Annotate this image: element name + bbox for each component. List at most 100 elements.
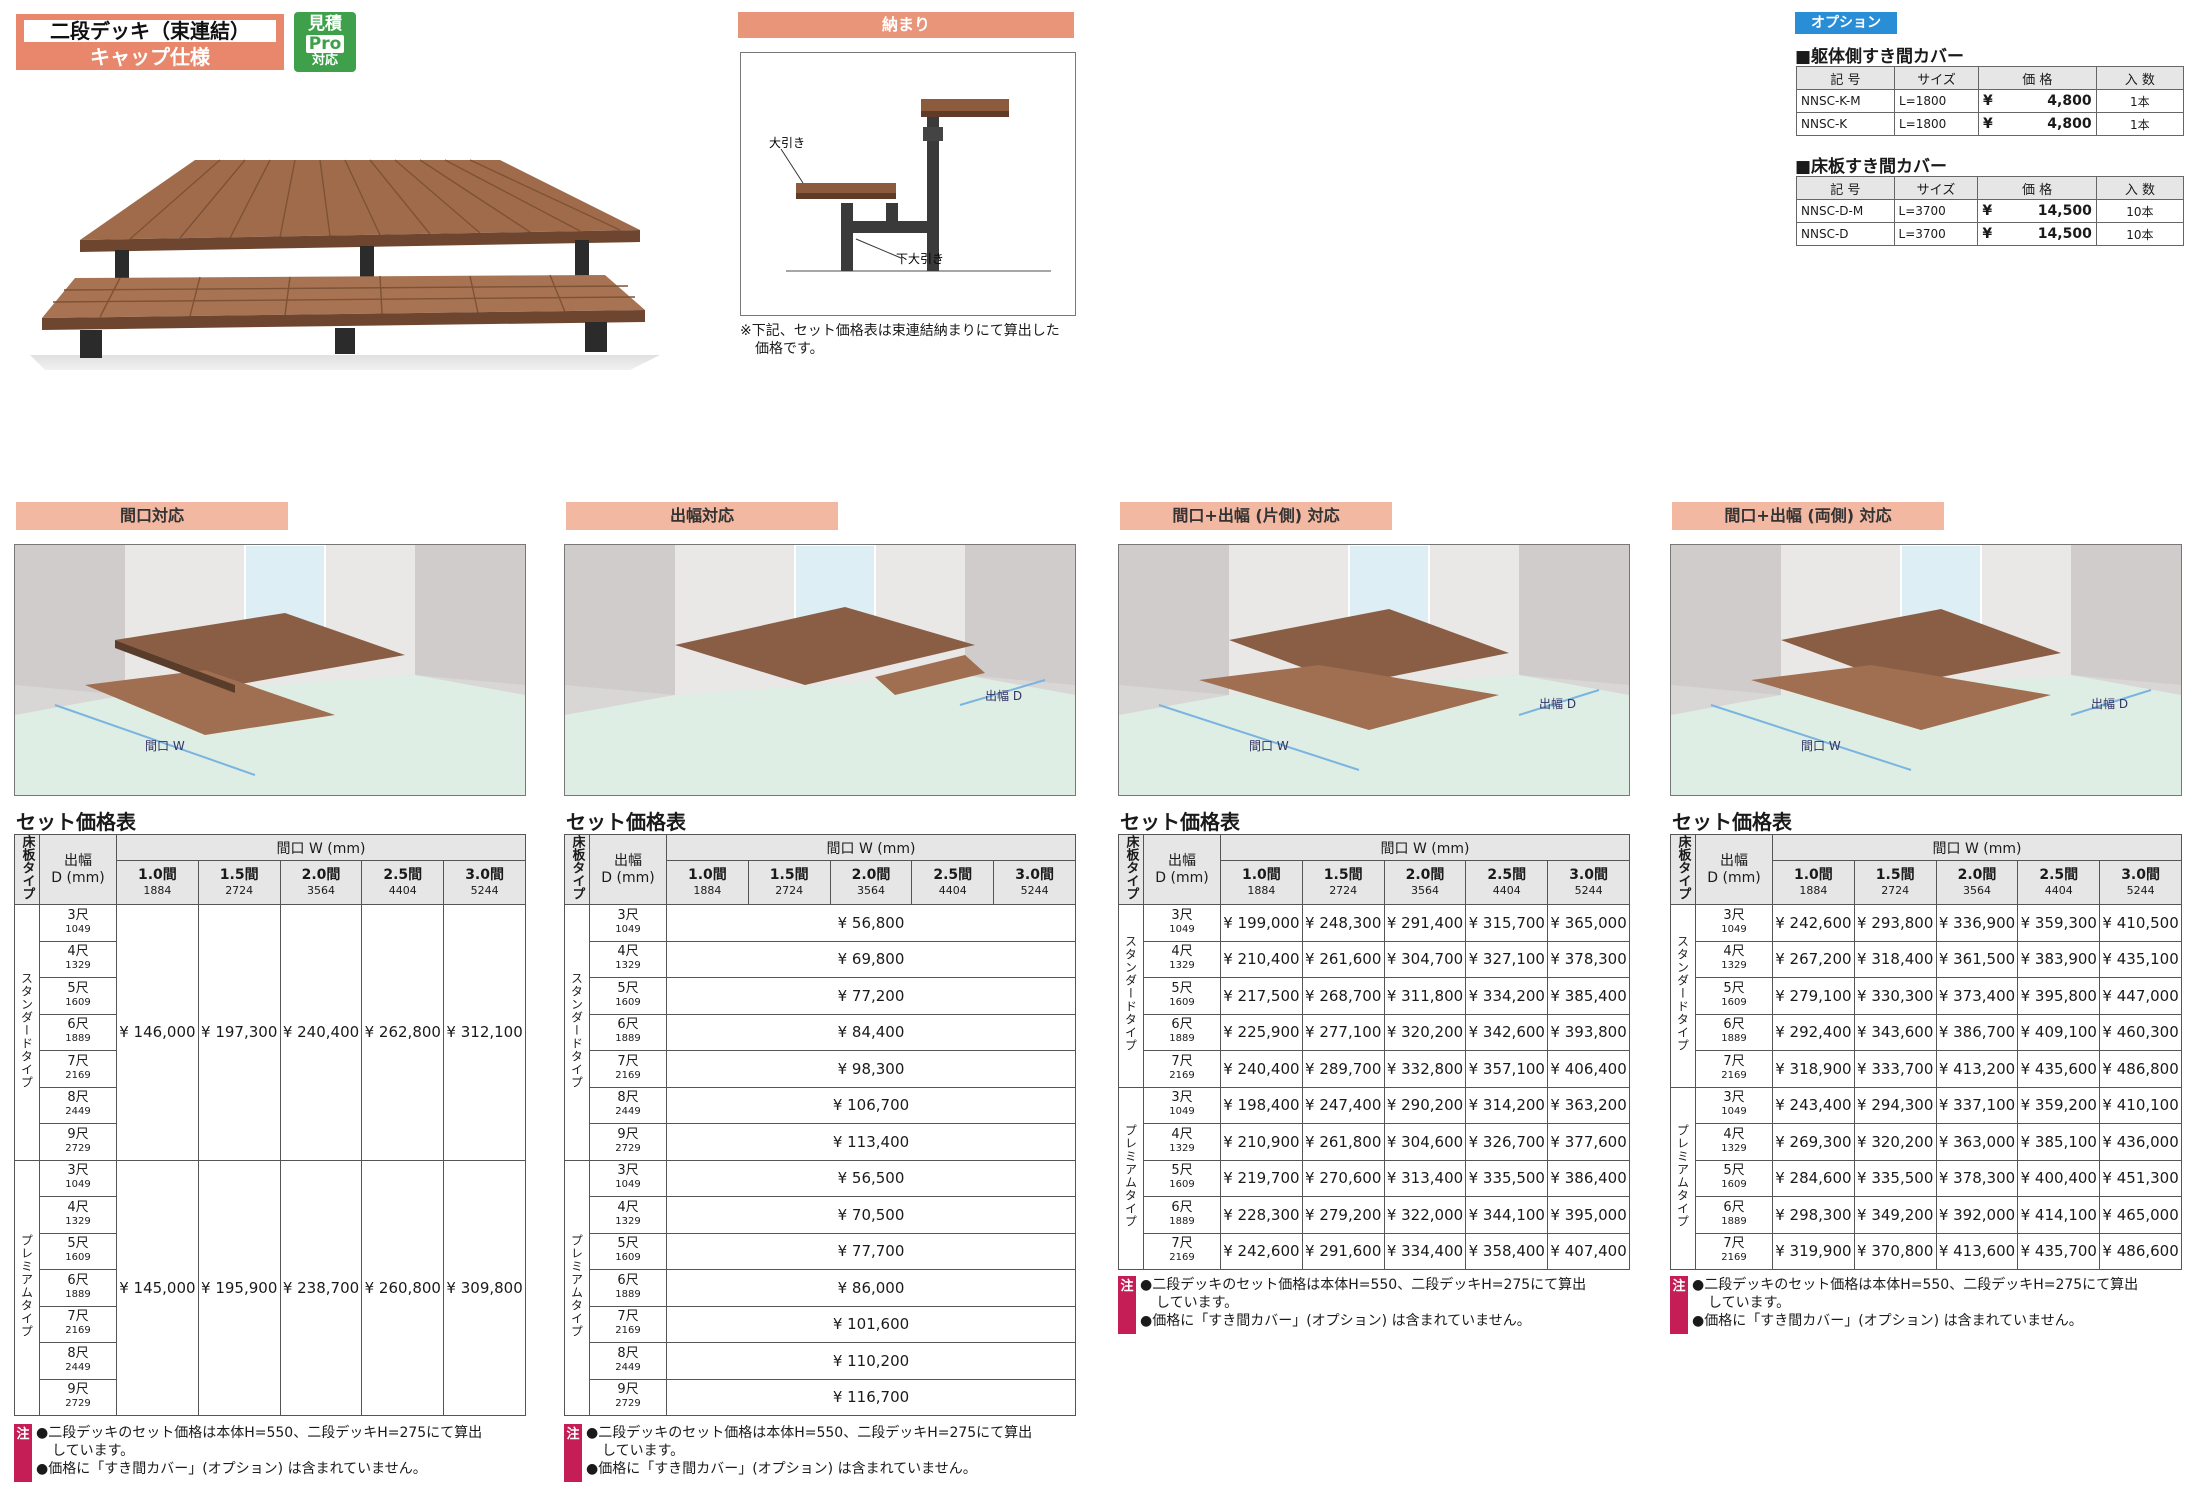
depth-header-line2: D (mm) (601, 869, 655, 886)
width-col-mm: 3564 (306, 883, 335, 897)
note-text: ●二段デッキのセット価格は本体H=550、二段デッキH=275にて算出 していま… (586, 1424, 1032, 1478)
width-col-main: 1.5間 (769, 866, 809, 883)
note-mark: 注 (564, 1424, 582, 1482)
price-value: ¥ 267,200 (1772, 940, 1855, 978)
width-col-mm: 2724 (225, 883, 254, 897)
width-col-mm: 5244 (1574, 883, 1603, 897)
width-col-main: 3.0間 (1569, 866, 1608, 883)
price-value: ¥ 284,600 (1772, 1159, 1855, 1197)
option-col-header: サイズ (1893, 176, 1979, 200)
width-header: 間口 W (mm) (1220, 833, 1630, 862)
price-value: ¥ 357,100 (1465, 1050, 1549, 1088)
floor-type-cell: プレミアムタイプ (1118, 1086, 1144, 1270)
price-value: ¥ 270,600 (1301, 1159, 1385, 1197)
option-code: NNSC-K-M (1796, 89, 1895, 113)
option-header-row: 記 号サイズ価 格入 数 (1796, 176, 2185, 200)
option-code: NNSC-D-M (1796, 199, 1895, 223)
price-value: ¥ 98,300 (666, 1050, 1076, 1088)
price-value: ¥ 309,800 (443, 1159, 526, 1416)
width-col-mm: 3564 (1962, 883, 1991, 897)
price-value: ¥ 319,900 (1772, 1232, 1855, 1270)
option-price-value: 14,500 (2037, 203, 2092, 219)
price-value: ¥ 486,600 (2099, 1232, 2182, 1270)
price-value: ¥ 84,400 (666, 1013, 1076, 1051)
option-size: L=1800 (1893, 89, 1980, 113)
price-value: ¥ 486,800 (2099, 1050, 2182, 1088)
option-size: L=3700 (1893, 199, 1979, 223)
floor-type-header: 床板タイプ (1670, 834, 1696, 905)
price-value: ¥ 327,100 (1465, 940, 1549, 978)
price-value: ¥ 110,200 (666, 1342, 1076, 1380)
set-price-title: セット価格表 (16, 810, 136, 834)
hero-deck-illustration (30, 159, 660, 370)
note-line1b: しています。 (52, 1443, 135, 1459)
option-qty: 1本 (2095, 112, 2185, 136)
width-col-main: 1.0間 (137, 866, 177, 883)
price-value: ¥ 70,500 (666, 1196, 1076, 1234)
price-value: ¥ 240,400 (1220, 1050, 1303, 1088)
option-code: NNSC-D (1796, 222, 1895, 246)
price-value: ¥ 291,400 (1383, 904, 1467, 942)
section-scene-panel: 出幅 D (564, 544, 1076, 796)
osamari-note-line1: ※下記、セット価格表は束連結納まりにて算出した (740, 323, 1060, 339)
price-value: ¥ 199,000 (1220, 904, 1303, 942)
width-col-mm: 1884 (693, 883, 722, 897)
width-col-main: 1.0間 (1241, 866, 1281, 883)
price-value: ¥ 365,000 (1547, 904, 1630, 942)
price-value: ¥ 447,000 (2099, 977, 2182, 1015)
depth-header-line2: D (mm) (1155, 869, 1209, 886)
option-col-header: 価 格 (1978, 66, 2097, 90)
width-col-mm: 1884 (1247, 883, 1276, 897)
note-line1a: ●二段デッキのセット価格は本体H=550、二段デッキH=275にて算出 (586, 1425, 1033, 1441)
product-title: 二段デッキ（束連結） キャップ仕様 (16, 14, 284, 70)
width-header: 間口 W (mm) (666, 833, 1076, 862)
floor-type-header: 床板タイプ (14, 834, 40, 905)
option-price: ¥4,800 (1978, 89, 2097, 113)
section-scene-1: 出幅 D (565, 545, 1075, 795)
price-value: ¥ 337,100 (1935, 1086, 2019, 1124)
osamari-panel: 大引き 下大引き (740, 52, 1076, 316)
note-line2: ●価格に「すき間カバー」(オプション) は含まれていません。 (36, 1461, 427, 1477)
dim-label-d: 出幅 D (1539, 696, 1576, 711)
price-value: ¥ 315,700 (1465, 904, 1549, 942)
price-value: ¥ 358,400 (1465, 1232, 1549, 1270)
note-mark: 注 (14, 1424, 32, 1482)
